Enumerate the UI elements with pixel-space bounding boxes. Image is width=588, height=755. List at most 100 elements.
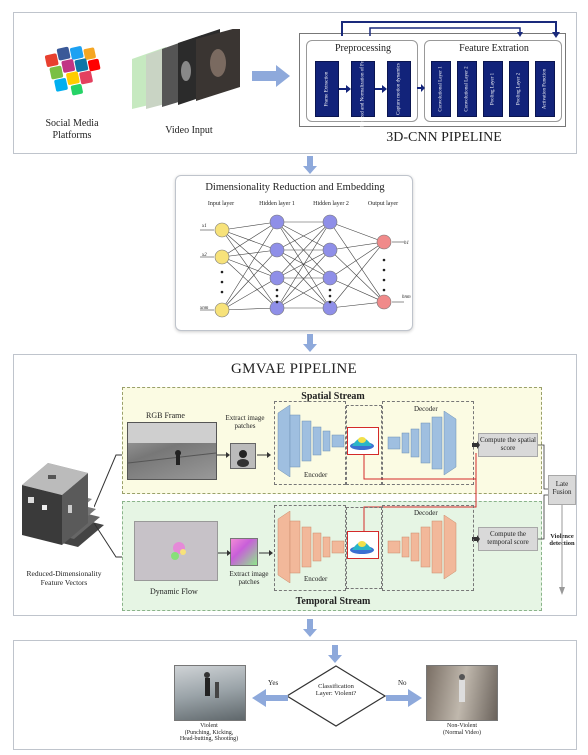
temporal-score-box: Compute the temporal score: [478, 527, 538, 551]
nn-edge: [221, 277, 278, 311]
fusion-lines: [538, 444, 548, 540]
feature-vector-stack: [18, 445, 108, 555]
spatial-encoder-label: Encoder: [304, 471, 328, 479]
output-node: [376, 234, 392, 250]
social-media-icons: [42, 40, 104, 98]
feat-box-1: Convolutional Layer 1: [431, 61, 451, 117]
extract-label-spatial: Extract image patches: [225, 414, 265, 430]
nn-edge: [329, 221, 385, 303]
hidden2-node: [322, 270, 338, 286]
nn-edge: [221, 307, 278, 311]
feat-box-2: Convolutional Layer 2: [457, 61, 477, 117]
ellipsis-dot: [275, 288, 279, 292]
temporal-decoder: [387, 515, 457, 580]
feat-box-4: Pooling Layer 2: [509, 61, 529, 117]
nn-edge: [221, 249, 278, 258]
nn-edge: [329, 277, 385, 303]
hidden2-node: [322, 214, 338, 230]
temporal-encoder-frame: [274, 505, 346, 591]
prep-box-3: Capture motion dynamics: [387, 61, 411, 117]
nn-edge: [221, 221, 278, 231]
ellipsis-dot: [220, 280, 224, 284]
arrow-icon: [218, 550, 231, 556]
spatial-decoder: [387, 411, 457, 476]
input-node: [214, 302, 230, 318]
temporal-latent-box: [347, 531, 379, 559]
nn-edge: [221, 229, 278, 309]
nn-edge: [276, 221, 331, 251]
hidden2-node: [322, 242, 338, 258]
temporal-encoder: [277, 511, 345, 583]
cnn-pipeline-title: 3D-CNN PIPELINE: [386, 130, 502, 145]
nn-edge: [276, 221, 331, 279]
arrow-icon: [217, 452, 230, 458]
arrow-down-icon: [303, 334, 317, 352]
feedback-loop-arrows: [341, 21, 560, 38]
dynamic-flow-image: [134, 521, 218, 581]
arrow-icon: [417, 84, 425, 92]
nn-edge: [329, 301, 385, 309]
no-label: No: [398, 679, 407, 687]
arrow-icon: [257, 452, 271, 458]
feature-extraction-title: Feature Extration: [459, 43, 529, 54]
temporal-stream-title: Temporal Stream: [295, 596, 371, 607]
nn-edge: [276, 249, 331, 279]
hidden1-node: [269, 214, 285, 230]
nn-edge: [221, 256, 278, 279]
ellipsis-dot: [220, 290, 224, 294]
input-node: [214, 222, 230, 238]
ellipsis-dot: [328, 294, 332, 298]
rgb-patch-image: [230, 443, 256, 469]
arrow-down-icon: [328, 645, 342, 663]
spatial-latent-box: [347, 427, 379, 455]
nn-edge: [221, 229, 278, 251]
dynamic-flow-label: Dynamic Flow: [150, 587, 198, 596]
decision-diamond: [286, 665, 386, 727]
rgb-frame-label: RGB Frame: [146, 411, 185, 420]
ellipsis-dot: [220, 270, 224, 274]
spatial-encoder-frame: [274, 401, 346, 485]
arrow-right-icon: [386, 689, 422, 707]
ellipsis-dot: [382, 268, 386, 272]
hidden1-node: [269, 242, 285, 258]
gmvae-panel: GMVAE PIPELINE Reduced-Dimensionality Fe…: [13, 354, 577, 616]
input-label-xn: xnm: [200, 306, 209, 311]
output-label-hn: hnm: [402, 295, 411, 300]
prep-box-1: Frame Extraction: [315, 61, 339, 117]
ellipsis-dot: [275, 294, 279, 298]
late-fusion-box: Late Fusion: [548, 475, 576, 505]
feat-box-3: Pooling Layer 1: [483, 61, 503, 117]
non-violent-label: Non-Violent (Normal Video): [442, 723, 482, 736]
gmvae-title: GMVAE PIPELINE: [230, 361, 357, 377]
layer-label-hidden1: Hidden layer 1: [259, 201, 295, 207]
temporal-decoder-label: Decoder: [414, 509, 438, 517]
arrow-icon: [472, 441, 480, 449]
input-vectors-label: Reduced-Dimensionality Feature Vectors: [26, 569, 102, 587]
nn-edge: [329, 221, 385, 243]
arrow-icon: [259, 550, 273, 556]
social-media-label: Social Media Platforms: [45, 118, 99, 141]
arrow-right-icon: [252, 65, 290, 87]
input-node: [214, 249, 230, 265]
temporal-encoder-label: Encoder: [304, 575, 328, 583]
ellipsis-dot: [275, 300, 279, 304]
ellipsis-dot: [382, 278, 386, 282]
nn-title: Dimensionality Reduction and Embedding: [205, 182, 385, 193]
layer-label-input: Input layer: [207, 201, 235, 207]
ellipsis-dot: [382, 258, 386, 262]
nn-edge: [276, 249, 331, 309]
feature-extraction-group: Feature Extration Convolutional Layer 1 …: [424, 40, 562, 122]
ellipsis-dot: [382, 288, 386, 292]
spatial-score-box: Compute the spatial score: [478, 433, 538, 457]
ellipsis-dot: [328, 288, 332, 292]
arrow-down-icon: [303, 619, 317, 637]
video-input-frames: [126, 27, 244, 115]
spatial-decoder-label: Decoder: [414, 405, 438, 413]
nn-edge: [221, 221, 278, 258]
output-label-h1: h1: [404, 241, 409, 246]
arrow-down-icon: [559, 505, 565, 595]
cnn-pipeline-panel: Social Media Platforms Video Input Prepr…: [13, 12, 577, 154]
ellipsis-dot: [328, 300, 332, 304]
nn-edge: [329, 241, 385, 251]
classification-panel: Classification Layer: Violent? Yes No Vi…: [13, 640, 577, 750]
